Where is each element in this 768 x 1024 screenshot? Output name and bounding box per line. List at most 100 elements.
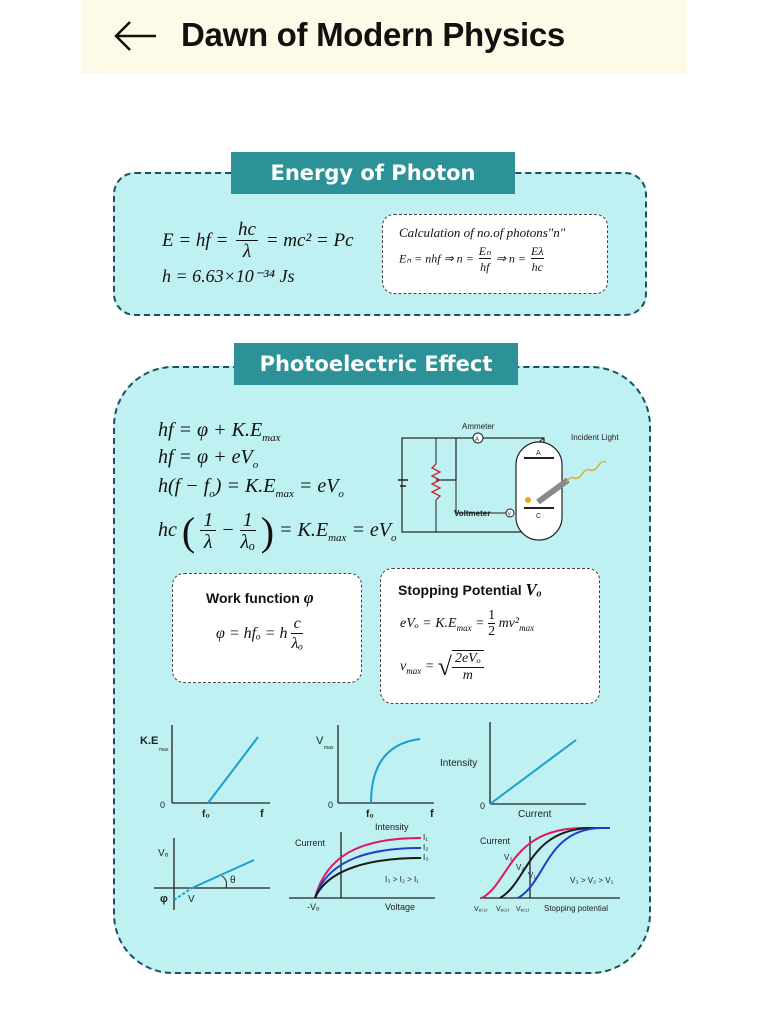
graph-vo-vs-v: Vₒ θ φ V (154, 838, 270, 910)
g5-i2: I₂ (423, 843, 428, 852)
graph-current-vs-stopping-potential: Current V₃ V₂ V₁ V₃ > V₂ > V₁ Vₑ₍₃₎ Vₑ₍₂… (474, 827, 620, 913)
pe-eq2-sub: o (252, 459, 259, 471)
photon-count-part2: ⇒ n = (495, 251, 526, 266)
arrow-left-icon (114, 21, 156, 51)
stopping-potential-equation-2: vmax = √ 2eVₒ m (400, 650, 484, 684)
ammeter-label: Ammeter (462, 422, 495, 431)
energy-eq-den: λ (242, 241, 252, 262)
sp-eq1-den: 2 (488, 624, 496, 639)
sp-eq1-num: 1 (488, 608, 496, 624)
pe-equation-1: hf = φ + K.Emax (158, 419, 281, 444)
pe-eq3-sub3: o (338, 488, 344, 500)
pe-eq4-rhs2: = eV (351, 519, 392, 542)
g1-x0: f₀ (202, 809, 210, 820)
g6-v2: V₂ (516, 863, 524, 872)
pe-eq3-mid: ) = K.E (214, 475, 276, 497)
page-title: Dawn of Modern Physics (181, 16, 565, 53)
sp-eq2-den: m (462, 668, 473, 683)
work-function-title-text: Work function (206, 590, 300, 606)
intensity-line (489, 739, 577, 805)
g5-i3: I₃ (423, 853, 428, 862)
energy-eq-lhs: E = hf = (162, 229, 229, 251)
g5-xneg: -Vₒ (307, 902, 320, 912)
curve-v3 (481, 827, 610, 899)
ke-line (207, 736, 259, 804)
g3-xlabel: Current (518, 809, 552, 820)
photon-banner: Energy of Photon (231, 152, 515, 194)
stopping-potential-title-text: Stopping Potential (398, 582, 522, 598)
curve-i3 (314, 857, 422, 899)
sp-eq1-rhs-sub: max (519, 623, 535, 634)
pe-eq1-sub: max (262, 432, 281, 444)
g1-ylabel: K.E (140, 735, 158, 747)
g6-relation: V₃ > V₂ > V₁ (570, 876, 614, 885)
anode-label: A (536, 450, 541, 457)
photon-count-frac1-num: Eₙ (478, 244, 491, 259)
curve-v1 (517, 827, 610, 899)
pe-eq3-lhs: h(f − f (158, 475, 210, 497)
photon-count-frac2-num: Eλ (530, 244, 544, 259)
stopping-potential-card (380, 568, 600, 704)
pe-eq4-f2-den: λₒ (240, 531, 255, 553)
graph-vmax-vs-f: V max 0 f₀ f (316, 725, 434, 820)
g1-origin: 0 (160, 800, 165, 810)
pe-eq4-sub: max (328, 532, 347, 545)
g2-ysub: max (324, 745, 334, 751)
pe-eq2-text: hf = φ + eV (158, 446, 253, 468)
sp-eq1-mid: = (475, 616, 485, 632)
pe-equation-3: h(f − fo) = K.Emax = eVo (158, 475, 344, 500)
work-function-equation: φ = hfₒ = h c λₒ (216, 615, 303, 654)
graph-ke-vs-f: K.E max 0 f₀ f (140, 725, 270, 820)
g6-ve2: Vₑ₍₂₎ (496, 906, 510, 913)
g5-i1: I₁ (423, 833, 428, 842)
g1-ysub: max (159, 747, 169, 753)
sp-eq2-num: 2eVₒ (451, 651, 484, 668)
energy-equation: E = hf = hc λ = mc² = Pc (162, 220, 354, 263)
g3-origin: 0 (480, 801, 485, 811)
pe-eq4-sub2: o (391, 532, 397, 545)
pe-eq4-f1-num: 1 (200, 510, 217, 531)
voltmeter-symbol: V (508, 512, 512, 518)
energy-eq-rhs: = mc² = Pc (265, 229, 354, 251)
g5-ylabel: Current (295, 838, 326, 848)
cathode-label: C (536, 513, 541, 520)
incident-light-wave (565, 460, 607, 483)
g6-ve3: Vₑ₍₃₎ (474, 906, 488, 913)
g2-origin: 0 (328, 800, 333, 810)
graph-current-vs-voltage: Current Intensity I₁ I₂ I₃ I₃ > I₂ > I₁ … (289, 822, 435, 912)
vo-line-extension (173, 887, 193, 901)
g4-ylabel: Vₒ (158, 848, 169, 859)
g4-phi: φ (160, 893, 168, 905)
g4-v: V (188, 894, 195, 905)
pe-eq1-text: hf = φ + K.E (158, 419, 263, 441)
g6-ylabel: Current (480, 836, 511, 846)
g2-ylabel: V (316, 735, 324, 747)
pe-eq4-rhs: = K.E (279, 519, 329, 542)
planck-constant: h = 6.63×10⁻³⁴ Js (162, 266, 295, 286)
g2-x0: f₀ (366, 809, 374, 820)
work-function-card (172, 573, 362, 683)
graph-intensity-vs-current: Intensity 0 Current (440, 722, 586, 820)
ammeter-symbol: A (475, 437, 479, 443)
energy-eq-num: hc (236, 219, 258, 241)
photon-count-title: Calculation of no.of photons"n" (399, 225, 566, 240)
curve-v2 (499, 827, 610, 899)
pe-eq4-rparen: ) (260, 509, 275, 554)
app-header (81, 0, 687, 74)
sp-eq2-sub: max (406, 666, 422, 677)
pe-eq3-sub: o (209, 488, 215, 500)
pe-equation-4: hc ( 1 λ − 1 λₒ ) = K.Emax = eVo (158, 508, 397, 555)
back-button[interactable] (112, 18, 160, 58)
g6-xlabel: Stopping potential (544, 904, 608, 913)
g5-relation: I₃ > I₂ > I₁ (385, 875, 419, 884)
sp-eq1-lhs: eVₒ = K.E (400, 616, 457, 632)
pe-equation-2: hf = φ + eVo (158, 446, 258, 471)
work-function-title-symbol: φ (303, 588, 314, 607)
photoelectric-circuit-diagram: A Ammeter Voltmeter V A C Incident Light (398, 422, 619, 541)
photon-count-equation: Eₙ = nhf ⇒ n = Eₙ hf ⇒ n = Eλ hc (399, 244, 546, 275)
g5-xlabel: Voltage (385, 902, 415, 912)
work-function-eq-num: c (291, 615, 303, 634)
incident-light-label: Incident Light (571, 433, 619, 442)
g4-theta: θ (230, 875, 236, 886)
photon-count-frac2-den: hc (531, 260, 543, 274)
